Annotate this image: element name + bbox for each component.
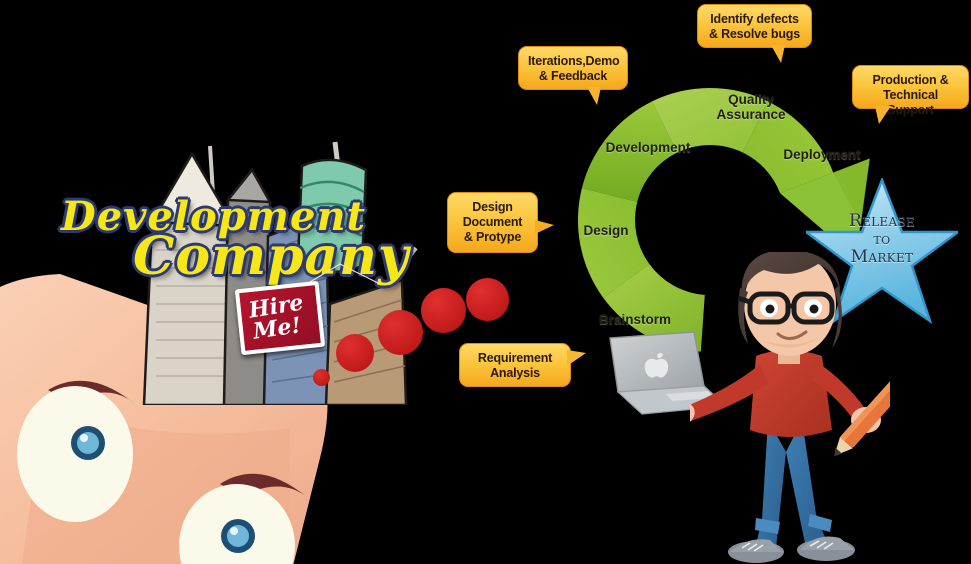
city-skyline-illustration: [142, 141, 418, 405]
apple-logo-icon: [644, 352, 669, 378]
callout-iterations-line1: Iterations,Demo: [528, 54, 620, 68]
callout-requirement-line2: Analysis: [490, 365, 540, 380]
thought-bubble-2: [336, 334, 374, 372]
callout-iterations-line2: & Feedback: [538, 68, 608, 83]
cycle-label-brainstorm: Brainstorm: [598, 312, 671, 327]
callout-requirement-line1: Requirement: [477, 351, 553, 365]
callout-production-support[interactable]: Production & Technical Support: [852, 65, 969, 124]
thought-bubble-5: [466, 278, 509, 321]
callout-identify-defects[interactable]: Identify defects & Resolve bugs: [697, 4, 812, 63]
cycle-label-design: Design: [583, 223, 629, 238]
release-to-market-star[interactable]: Release to Market: [802, 176, 962, 326]
callout-defects-line1: Identify defects: [710, 12, 799, 26]
callout-defects-line2: & Resolve bugs: [709, 26, 800, 41]
pencil-icon: [834, 378, 890, 457]
callout-tail-icon: [535, 220, 554, 235]
eyeglasses-icon: [737, 291, 835, 325]
callout-design-document[interactable]: Design Document & Protype: [447, 192, 554, 253]
callout-iterations-demo[interactable]: Iterations,Demo & Feedback: [518, 46, 628, 105]
callout-design-line3: & Protype: [463, 229, 522, 244]
thought-bubble-1: [313, 369, 330, 386]
cycle-label-qa-line1: Quality: [728, 92, 774, 107]
cycle-label-qa-line2: Assurance: [716, 107, 786, 123]
cycle-label-development: Development: [605, 140, 691, 155]
star-shape: [802, 176, 962, 325]
star-label: Release to Market: [806, 211, 958, 267]
cycle-label-quality-assurance: Quality Assurance: [705, 92, 797, 122]
developer-character: [690, 252, 890, 563]
callout-tail-icon: [875, 106, 891, 124]
callout-tail-icon: [587, 87, 601, 105]
hire-me-line2: Me!: [251, 312, 303, 345]
sign-string: [300, 263, 381, 289]
thought-bubble-4: [421, 288, 466, 333]
star-line2: to: [873, 230, 891, 249]
callout-tail-icon: [771, 45, 785, 63]
callout-design-line2: Document: [462, 214, 523, 229]
callout-production-line1: Production &: [872, 73, 949, 87]
thought-bubble-3: [378, 310, 423, 355]
callout-production-line2: Technical Support: [883, 87, 938, 117]
star-line3: Market: [850, 246, 914, 267]
cycle-label-deployment: Deployment: [783, 147, 861, 162]
star-line1: Release: [848, 211, 916, 231]
hire-me-sign[interactable]: Hire Me!: [234, 280, 326, 356]
callout-requirement-analysis[interactable]: Requirement Analysis: [459, 343, 586, 387]
callout-tail-icon: [567, 350, 586, 366]
callout-design-line1: Design: [472, 200, 513, 214]
